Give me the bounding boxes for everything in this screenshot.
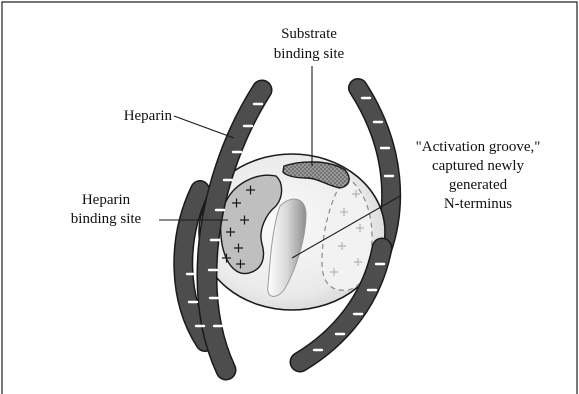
label-groove-line2: captured newly <box>432 158 525 174</box>
leader-heparin <box>174 116 234 138</box>
label-groove-line1: "Activation groove," <box>416 139 541 155</box>
label-substrate-line1: Substrate <box>281 26 337 42</box>
label-heparin-binding-line2: binding site <box>71 211 142 227</box>
label-groove-line3: generated <box>449 177 508 193</box>
label-groove-line4: N-terminus <box>444 196 512 212</box>
label-substrate-line2: binding site <box>274 46 345 62</box>
label-heparin-binding-line1: Heparin <box>82 192 131 208</box>
label-heparin: Heparin <box>124 108 173 124</box>
